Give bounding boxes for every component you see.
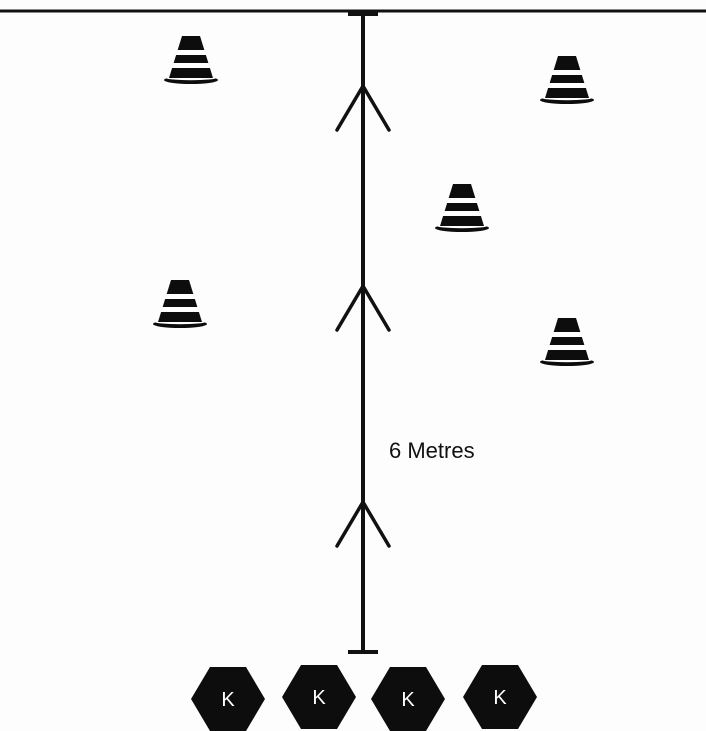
player-marker-label: K <box>401 689 415 711</box>
player-marker-label: K <box>221 689 235 711</box>
cone-icon <box>164 36 218 84</box>
player-markers: K K K K <box>191 665 537 731</box>
direction-arrows <box>335 84 391 548</box>
player-marker: K <box>282 665 356 729</box>
up-arrow-icon <box>335 84 391 132</box>
distance-label: 6 Metres <box>389 438 475 463</box>
player-marker-label: K <box>493 687 507 709</box>
cone-icon <box>540 56 594 104</box>
player-marker: K <box>371 667 445 731</box>
cone-icon <box>540 318 594 366</box>
cone-icon <box>153 280 207 328</box>
player-marker-label: K <box>312 687 326 709</box>
cone-icon <box>435 184 489 232</box>
up-arrow-icon <box>335 284 391 332</box>
player-marker: K <box>463 665 537 729</box>
cones <box>153 36 594 366</box>
up-arrow-icon <box>335 500 391 548</box>
player-marker: K <box>191 667 265 731</box>
distance-line <box>348 12 378 654</box>
